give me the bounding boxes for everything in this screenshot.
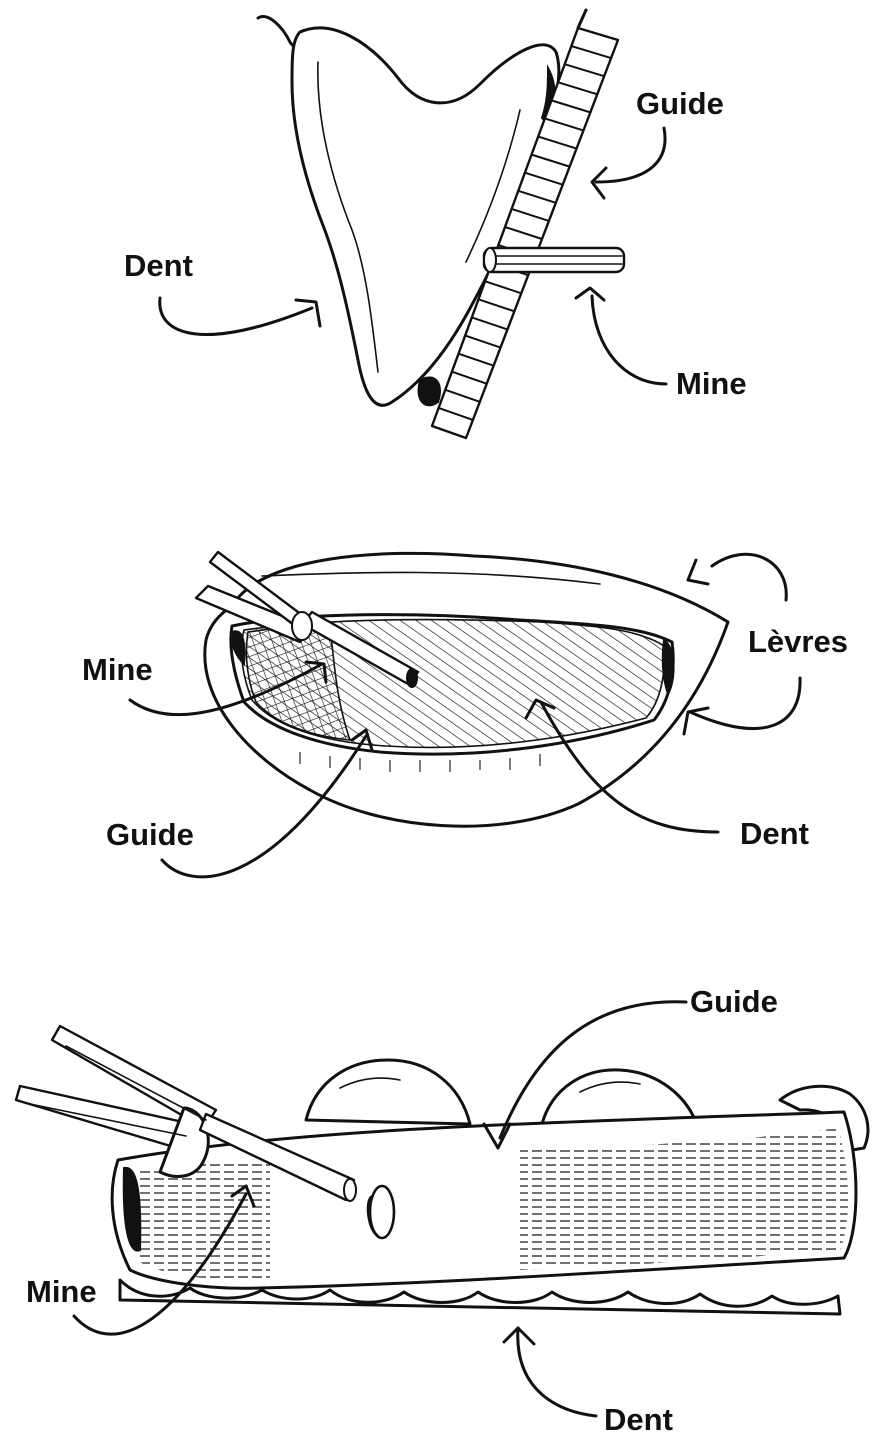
label-dent: Dent [124,248,193,283]
tooth-base-shadow [419,377,440,405]
dent-arrow [160,298,312,335]
figure-3-guide-band-arch: Guide Mine Dent [16,984,868,1437]
mine-arrow [592,296,666,384]
mine-drill [16,1026,356,1201]
figure-1-tooth-side-view: Guide Dent Mine [124,10,747,438]
upper-tooth-1 [306,1060,470,1124]
label-levres: Lèvres [748,624,848,659]
label-mine: Mine [26,1274,97,1309]
mine-tip [407,669,417,687]
label-dent: Dent [604,1402,673,1437]
guide-strip-top [578,10,586,28]
guide-arrow [596,128,665,182]
levres-arrow-top [712,554,786,600]
label-mine: Mine [82,652,153,687]
levres-arrow-bottom [690,678,800,729]
mine-drill [484,248,624,272]
label-mine: Mine [676,366,747,401]
label-guide: Guide [106,817,194,852]
band-shading-right [520,1128,848,1270]
label-dent: Dent [740,816,809,851]
label-guide: Guide [690,984,778,1019]
levres-arrowhead-bottom [684,708,708,734]
levres-arrowhead-top [688,560,708,584]
figure-2-front-view-lips: Lèvres Mine Guide Dent [82,552,848,877]
mine-arrowhead [576,288,604,300]
label-guide: Guide [636,86,724,121]
